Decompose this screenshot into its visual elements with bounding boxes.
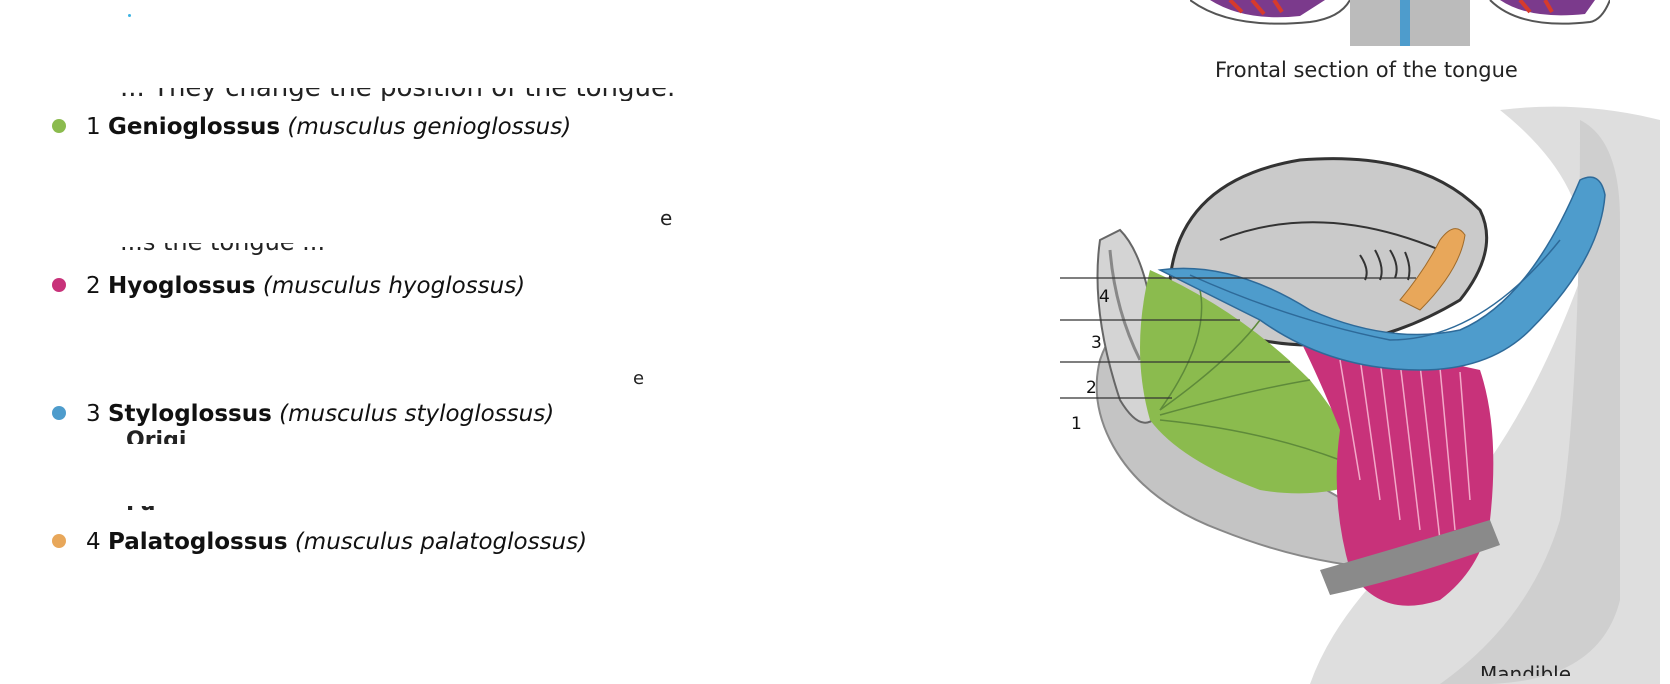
frontal-section-illustration: [1190, 0, 1610, 46]
cut-off-label: Mandible: [1480, 662, 1571, 676]
item-number: 3: [86, 401, 101, 427]
item-number: 1: [86, 114, 101, 140]
bullet-orange: [52, 534, 66, 548]
diagram-label: 1: [1071, 414, 1082, 434]
diagram-label: 2: [1086, 378, 1097, 398]
list-item: 3 Styloglossus (musculus styloglossus): [52, 400, 554, 428]
tongue-muscles-illustration: [1060, 106, 1660, 684]
list-item: 4 Palatoglossus (musculus palatoglossus): [52, 528, 587, 556]
latin-name: (musculus hyoglossus): [262, 273, 526, 299]
cut-off-heading: Origi: [126, 430, 187, 444]
artifact-dot: [128, 14, 131, 17]
bullet-magenta: [52, 278, 66, 292]
item-number: 2: [86, 273, 101, 299]
stray-letter: e: [660, 206, 673, 230]
stray-letter: e: [633, 368, 645, 389]
diagram-label: 3: [1091, 333, 1102, 353]
bullet-blue: [52, 406, 66, 420]
diagram-label: 4: [1099, 287, 1110, 307]
latin-name: (musculus styloglossus): [279, 401, 555, 427]
muscle-name: Hyoglossus: [107, 273, 256, 299]
list-item: 1 Genioglossus (musculus genioglossus): [52, 113, 571, 141]
muscle-name: Genioglossus: [107, 114, 281, 140]
muscle-name: Palatoglossus: [107, 529, 288, 555]
cut-off-heading: Fu: [126, 506, 156, 519]
cut-off-sentence: ... They change the position of the tong…: [120, 88, 675, 101]
list-item: 2 Hyoglossus (musculus hyoglossus): [52, 272, 525, 300]
cut-off-line: ...s the tongue ...: [120, 243, 325, 256]
latin-name: (musculus palatoglossus): [294, 529, 588, 555]
muscle-name: Styloglossus: [107, 401, 272, 427]
bullet-green: [52, 119, 66, 133]
latin-name: (musculus genioglossus): [287, 114, 572, 140]
item-number: 4: [86, 529, 101, 555]
figure-caption: Frontal section of the tongue: [1215, 58, 1518, 82]
